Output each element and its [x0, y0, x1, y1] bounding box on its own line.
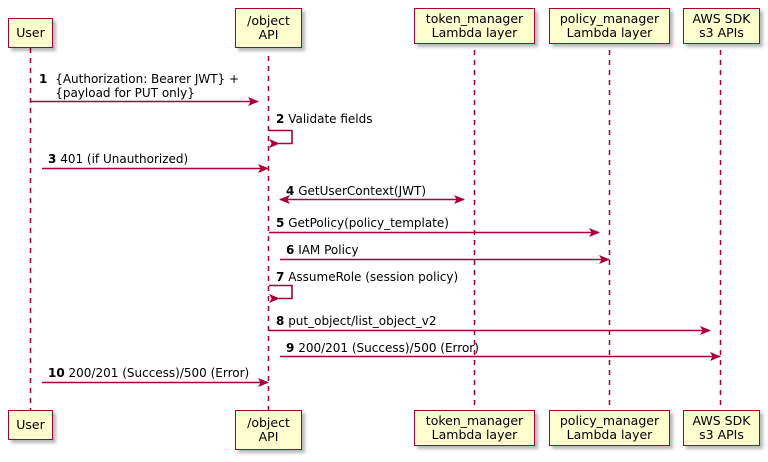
participant-policy-manager-top[interactable]: policy_manager Lambda layer — [549, 8, 670, 44]
message-text-7: AssumeRole (session policy) — [288, 270, 459, 284]
message-number-10: 10 — [48, 366, 65, 380]
message-label-10: 10 200/201 (Success)/500 (Error) — [48, 366, 249, 380]
participant-object-api-top-line1: /object — [247, 12, 290, 28]
message-label-6: 6 IAM Policy — [286, 243, 359, 257]
participant-policy-manager-top-line1: policy_manager — [559, 10, 660, 26]
message-number-5: 5 — [276, 216, 285, 230]
message-text-3: 401 (if Unauthorized) — [60, 152, 189, 166]
participant-user-top[interactable]: User — [8, 18, 53, 48]
participant-aws-sdk-top-line2: s3 APIs — [699, 25, 744, 40]
participant-object-api-bottom[interactable]: /object API — [235, 410, 302, 450]
participant-user-bottom-line1: User — [16, 416, 45, 432]
message-number-8: 8 — [276, 314, 285, 328]
participant-policy-manager-bottom[interactable]: policy_manager Lambda layer — [549, 410, 670, 446]
message-text-6: IAM Policy — [298, 243, 359, 257]
message-label-8: 8 put_object/list_object_v2 — [276, 314, 436, 328]
participant-object-api-bottom-line1: /object — [247, 414, 290, 430]
participant-aws-sdk-top[interactable]: AWS SDK s3 APIs — [683, 8, 760, 44]
participant-object-api-top-line2: API — [258, 27, 279, 42]
message-text-2: Validate fields — [288, 112, 373, 126]
message-text-8: put_object/list_object_v2 — [288, 314, 437, 328]
message-label-3: 3 401 (if Unauthorized) — [48, 152, 188, 166]
message-label-1: 1 {Authorization: Bearer JWT} + {payload… — [39, 72, 239, 100]
participant-policy-manager-bottom-line2: Lambda layer — [566, 427, 653, 442]
lifelines — [29, 48, 722, 410]
message-text-1-line1: {Authorization: Bearer JWT} + — [55, 72, 240, 86]
participant-policy-manager-bottom-line1: policy_manager — [559, 412, 660, 428]
message-arrows — [31, 97, 721, 387]
participant-aws-sdk-bottom-line1: AWS SDK — [692, 412, 751, 428]
arrow-message-2-self — [269, 129, 293, 148]
participant-object-api-bottom-line2: API — [258, 429, 279, 444]
message-text-5: GetPolicy(policy_template) — [288, 216, 449, 230]
message-label-7: 7 AssumeRole (session policy) — [276, 270, 458, 284]
message-text-9: 200/201 (Success)/500 (Error) — [298, 341, 479, 355]
participant-token-manager-bottom-line1: token_manager — [425, 412, 524, 428]
message-label-9: 9 200/201 (Success)/500 (Error) — [286, 341, 479, 355]
arrow-message-7-self — [269, 284, 293, 303]
message-number-2: 2 — [276, 112, 285, 126]
message-number-4: 4 — [286, 184, 295, 198]
message-text-4: GetUserContext(JWT) — [298, 184, 427, 198]
message-number-9: 9 — [286, 341, 295, 355]
message-number-3: 3 — [48, 152, 57, 166]
participant-token-manager-top-line2: Lambda layer — [431, 25, 518, 40]
participant-user-top-line1: User — [16, 24, 45, 40]
participant-object-api-top[interactable]: /object API — [235, 8, 302, 48]
message-number-7: 7 — [276, 270, 285, 284]
participant-aws-sdk-bottom[interactable]: AWS SDK s3 APIs — [683, 410, 760, 446]
participant-token-manager-top[interactable]: token_manager Lambda layer — [414, 8, 535, 44]
participant-token-manager-bottom-line2: Lambda layer — [431, 427, 518, 442]
message-label-4: 4 GetUserContext(JWT) — [286, 184, 426, 198]
participant-user-bottom[interactable]: User — [8, 410, 53, 440]
participant-aws-sdk-top-line1: AWS SDK — [692, 10, 751, 26]
participant-token-manager-bottom[interactable]: token_manager Lambda layer — [414, 410, 535, 446]
message-label-5: 5 GetPolicy(policy_template) — [276, 216, 449, 230]
message-text-1-line2: {payload for PUT only} — [55, 86, 195, 100]
participant-aws-sdk-bottom-line2: s3 APIs — [699, 427, 744, 442]
participant-token-manager-top-line1: token_manager — [425, 10, 524, 26]
message-number-6: 6 — [286, 243, 295, 257]
message-number-1: 1 — [39, 72, 48, 86]
message-label-2: 2 Validate fields — [276, 112, 373, 126]
message-text-10: 200/201 (Success)/500 (Error) — [68, 366, 250, 380]
participant-policy-manager-top-line2: Lambda layer — [566, 25, 653, 40]
